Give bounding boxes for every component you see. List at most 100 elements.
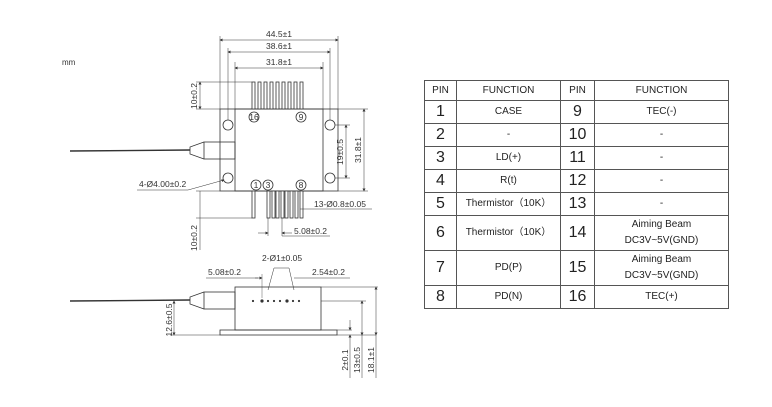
pin-number: 8 bbox=[424, 285, 457, 309]
dim-pin-height: 13±0.5 bbox=[352, 347, 362, 373]
pin-number: 4 bbox=[424, 169, 457, 193]
pin-number: 14 bbox=[560, 215, 595, 251]
pin-dot bbox=[291, 299, 295, 303]
pin-label-3: 3 bbox=[266, 180, 271, 190]
header-function: FUNCTION bbox=[594, 80, 729, 101]
pin-lead bbox=[284, 190, 289, 219]
table-row: 3 LD(+) 11 - bbox=[424, 146, 729, 170]
pin-lead bbox=[287, 81, 292, 110]
flange-outline bbox=[219, 108, 339, 192]
pin-label-1: 1 bbox=[254, 180, 259, 190]
pin-function: PD(P) bbox=[456, 250, 561, 286]
pin-number: 12 bbox=[560, 169, 595, 193]
pin-lead bbox=[275, 81, 280, 110]
pin-lead bbox=[293, 81, 298, 110]
pin-label-circle bbox=[248, 111, 260, 123]
pin-function-table: PIN FUNCTION PIN FUNCTION 1 CASE 9 TEC(-… bbox=[424, 80, 729, 309]
side-flange bbox=[219, 329, 338, 336]
table-row: 8 PD(N) 16 TEC(+) bbox=[424, 285, 729, 309]
dim-width-body: 31.8±1 bbox=[266, 57, 292, 67]
pin-function-line: DC3V~5V(GND) bbox=[624, 235, 699, 246]
dim-width-holes: 38.6±1 bbox=[266, 41, 292, 51]
mount-hole bbox=[324, 119, 336, 131]
pin-lead bbox=[257, 81, 262, 110]
pin-dot bbox=[297, 299, 301, 303]
pin-number: 1 bbox=[424, 100, 457, 124]
dim-pin-length-top: 10±0.2 bbox=[189, 83, 199, 109]
dim-height: 31.8±1 bbox=[353, 137, 363, 163]
pin-function: TEC(-) bbox=[594, 100, 729, 124]
pin-function: - bbox=[594, 146, 729, 170]
dim-pitch-right: 2.54±0.2 bbox=[312, 267, 345, 277]
pin-function: - bbox=[456, 123, 561, 147]
pin-dot bbox=[272, 299, 276, 303]
pin-function: CASE bbox=[456, 100, 561, 124]
pin-number: 9 bbox=[560, 100, 595, 124]
top-pins bbox=[251, 81, 304, 110]
side-fiber-taper bbox=[189, 291, 205, 310]
pin-lead bbox=[299, 190, 304, 219]
pin-label-circle bbox=[295, 111, 307, 123]
header-pin: PIN bbox=[560, 80, 595, 101]
pin-function: Thermistor（10K） bbox=[456, 192, 561, 216]
unit-label: mm bbox=[62, 58, 76, 67]
dim-pin-length-bottom: 10±0.2 bbox=[189, 225, 199, 251]
pin-number: 16 bbox=[560, 285, 595, 309]
table-row: 2 - 10 - bbox=[424, 123, 729, 147]
dim-large-pins: 2-Ø1±0.05 bbox=[262, 253, 302, 263]
table-row: 5 Thermistor（10K） 13 - bbox=[424, 192, 729, 216]
pin-lead bbox=[281, 81, 286, 110]
dim-fiber-height: 12.6±0.5 bbox=[164, 303, 174, 336]
pin-label-9: 9 bbox=[299, 112, 304, 122]
pin-number: 10 bbox=[560, 123, 595, 147]
side-fiber-boot bbox=[203, 291, 236, 310]
pin-dot bbox=[251, 299, 255, 303]
pin-number: 13 bbox=[560, 192, 595, 216]
side-pin-dots bbox=[251, 299, 301, 303]
pin-dot bbox=[260, 299, 264, 303]
pin-function-line: Aiming Beam bbox=[631, 254, 692, 265]
pin-function: PD(N) bbox=[456, 285, 561, 309]
pin-label-16: 16 bbox=[249, 112, 259, 122]
dim-total-height: 18.1±1 bbox=[366, 347, 376, 373]
table-row: 4 R(t) 12 - bbox=[424, 169, 729, 193]
pin-function: Thermistor（10K） bbox=[456, 215, 561, 251]
top-view: 16 9 1 3 8 44.5±1 38.6±1 31.8±1 10±0.2 1… bbox=[69, 29, 372, 251]
pin-function-line: Aiming Beam bbox=[631, 219, 692, 230]
dim-flange-thickness: 2±0.1 bbox=[340, 349, 350, 370]
pin-lead bbox=[269, 81, 274, 110]
side-view: 2-Ø1±0.05 5.08±0.2 2.54±0.2 12.6±0.5 2±0… bbox=[69, 253, 378, 378]
pin-lead bbox=[280, 190, 285, 219]
pin-function: - bbox=[594, 192, 729, 216]
pin-lead bbox=[251, 190, 256, 219]
mount-hole bbox=[222, 119, 234, 131]
body-outline bbox=[234, 108, 324, 192]
pin-function: - bbox=[594, 169, 729, 193]
pin-lead bbox=[251, 81, 256, 110]
pin-number: 3 bbox=[424, 146, 457, 170]
pin-function-line: DC3V~5V(GND) bbox=[624, 270, 699, 281]
header-function: FUNCTION bbox=[456, 80, 561, 101]
pin-dot bbox=[285, 299, 289, 303]
mount-hole bbox=[222, 172, 234, 184]
dim-pins: 13-Ø0.8±0.05 bbox=[314, 199, 366, 209]
fiber-boot bbox=[203, 141, 236, 160]
pin-number: 6 bbox=[424, 215, 457, 251]
side-body bbox=[234, 286, 322, 331]
fiber-taper bbox=[189, 141, 205, 160]
pin-lead bbox=[275, 190, 280, 219]
pin-label-8: 8 bbox=[299, 180, 304, 190]
dim-pitch-left: 5.08±0.2 bbox=[208, 267, 241, 277]
dim-pin-pitch: 5.08±0.2 bbox=[294, 226, 327, 236]
pin-number: 7 bbox=[424, 250, 457, 286]
table-row: 1 CASE 9 TEC(-) bbox=[424, 100, 729, 124]
pin-lead bbox=[294, 190, 299, 219]
header-pin: PIN bbox=[424, 80, 457, 101]
pin-label-circle bbox=[295, 179, 307, 191]
fiber bbox=[69, 149, 191, 152]
pin-function: R(t) bbox=[456, 169, 561, 193]
